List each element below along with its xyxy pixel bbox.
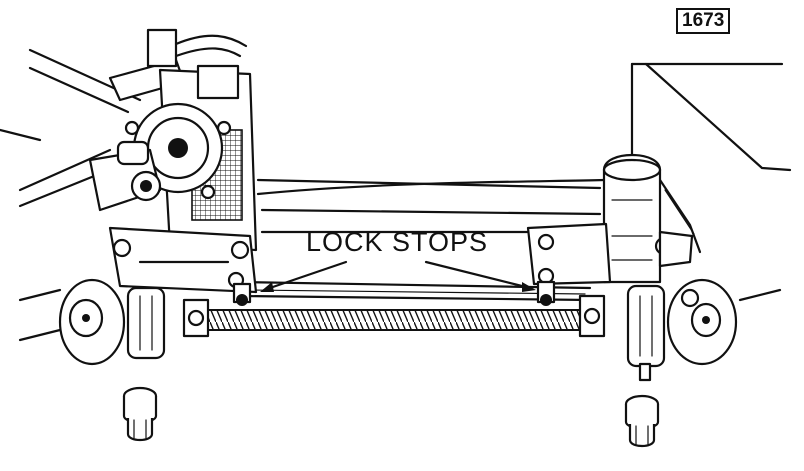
right-swivel-housing [526, 153, 694, 286]
lock-stops-arrows [260, 260, 536, 292]
left-lock-stop [232, 282, 252, 306]
right-body-panel [630, 62, 792, 254]
left-track-rod-end [126, 286, 210, 360]
track-rod [207, 309, 589, 331]
steering-gearbox [124, 28, 258, 252]
drop-arm [88, 140, 162, 212]
right-castle-nut [624, 394, 660, 448]
right-track-rod-end [578, 284, 666, 382]
axle-beam [238, 280, 592, 302]
lock-stops-label: LOCK STOPS [306, 227, 489, 257]
left-castle-nut [122, 386, 158, 442]
right-lock-stop [536, 280, 556, 306]
left-hub [18, 278, 126, 366]
right-hub [666, 278, 782, 366]
left-swivel-housing [108, 226, 258, 294]
chassis-cross-member [256, 178, 606, 234]
figure-number: 1673 [676, 8, 731, 34]
